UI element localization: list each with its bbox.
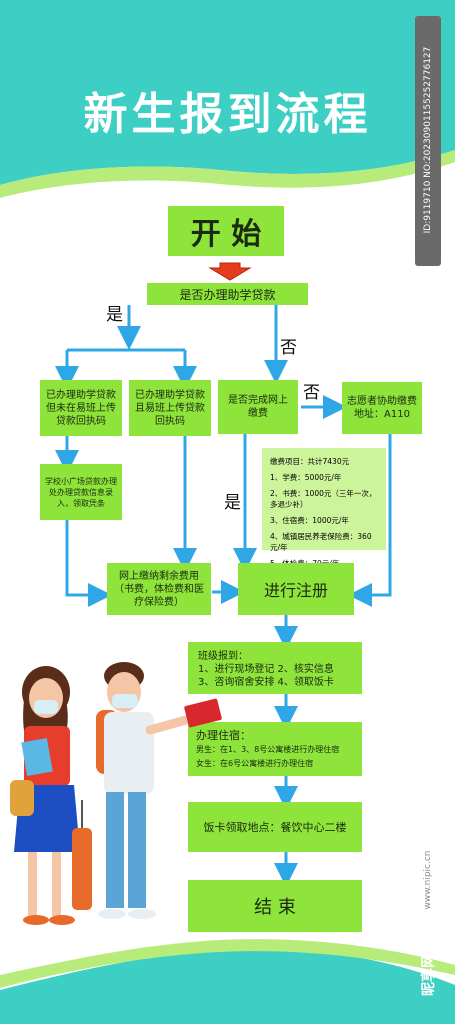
class-report-title: 班级报到： (198, 651, 248, 662)
pay-rest-node: 网上缴纳剩余费用（书费，体检费和医疗保险费） (107, 563, 211, 615)
loan-uploaded-node: 已办理助学贷款且易班上传贷款回执码 (129, 380, 211, 436)
watermark-site: www.nipic.cn (423, 850, 433, 910)
no-label: 否 (280, 338, 297, 358)
watermark-id-bar (415, 16, 441, 266)
class-report-node: 班级报到： 1、进行现场登记 2、核实信息 3、咨询宿舍安排 4、领取饭卡 (188, 642, 362, 694)
register-node: 进行注册 (238, 563, 354, 615)
dorm-title: 办理住宿： (196, 729, 251, 742)
no-label-2: 否 (303, 383, 320, 403)
fee-item: 1、学费：5000元/年 (270, 473, 342, 482)
fees-header: 缴费项目：共计7430元 (270, 457, 350, 466)
watermark-id: ID:9119710 NO:20230901155252776127 (423, 46, 433, 234)
start-node: 开 始 (168, 206, 284, 256)
volunteer-node: 志愿者协助缴费地址：A110 (342, 382, 422, 434)
school-office-node: 学校小广场贷款办理处办理贷款信息录入，领取凭条 (40, 464, 122, 520)
dorm-male: 男生：在1、3、8号公寓楼进行办理住宿 (196, 745, 340, 754)
fees-panel: 缴费项目：共计7430元 1、学费：5000元/年 2、书费：1000元（三年一… (262, 448, 386, 568)
class-report-step: 1、进行现场登记 2、核实信息 (198, 664, 334, 675)
fee-item: 4、城镇居民养老保险费：360元/年 (270, 532, 372, 552)
dorm-node: 办理住宿： 男生：在1、3、8号公寓楼进行办理住宿 女生：在6号公寓楼进行办理住… (188, 722, 362, 776)
loan-question-node: 是否办理助学贷款 (147, 283, 308, 305)
yes-label-2: 是 (224, 493, 241, 513)
watermark-brand: 昵享网 (421, 954, 437, 996)
fee-item: 2、书费：1000元（三年一次，多退少补） (270, 489, 377, 509)
yes-label: 是 (106, 305, 123, 325)
paid-question-node: 是否完成网上缴费 (218, 380, 298, 434)
fee-item: 3、住宿费：1000元/年 (270, 516, 349, 525)
dorm-female: 女生：在6号公寓楼进行办理住宿 (196, 759, 314, 768)
class-report-step: 3、咨询宿舍安排 4、领取饭卡 (198, 677, 334, 688)
meal-card-node: 饭卡领取地点：餐饮中心二楼 (188, 802, 362, 852)
page-title: 新生报到流程 (83, 89, 372, 140)
end-node: 结 束 (188, 880, 362, 932)
loan-not-uploaded-node: 已办理助学贷款但未在易班上传贷款回执码 (40, 380, 122, 436)
